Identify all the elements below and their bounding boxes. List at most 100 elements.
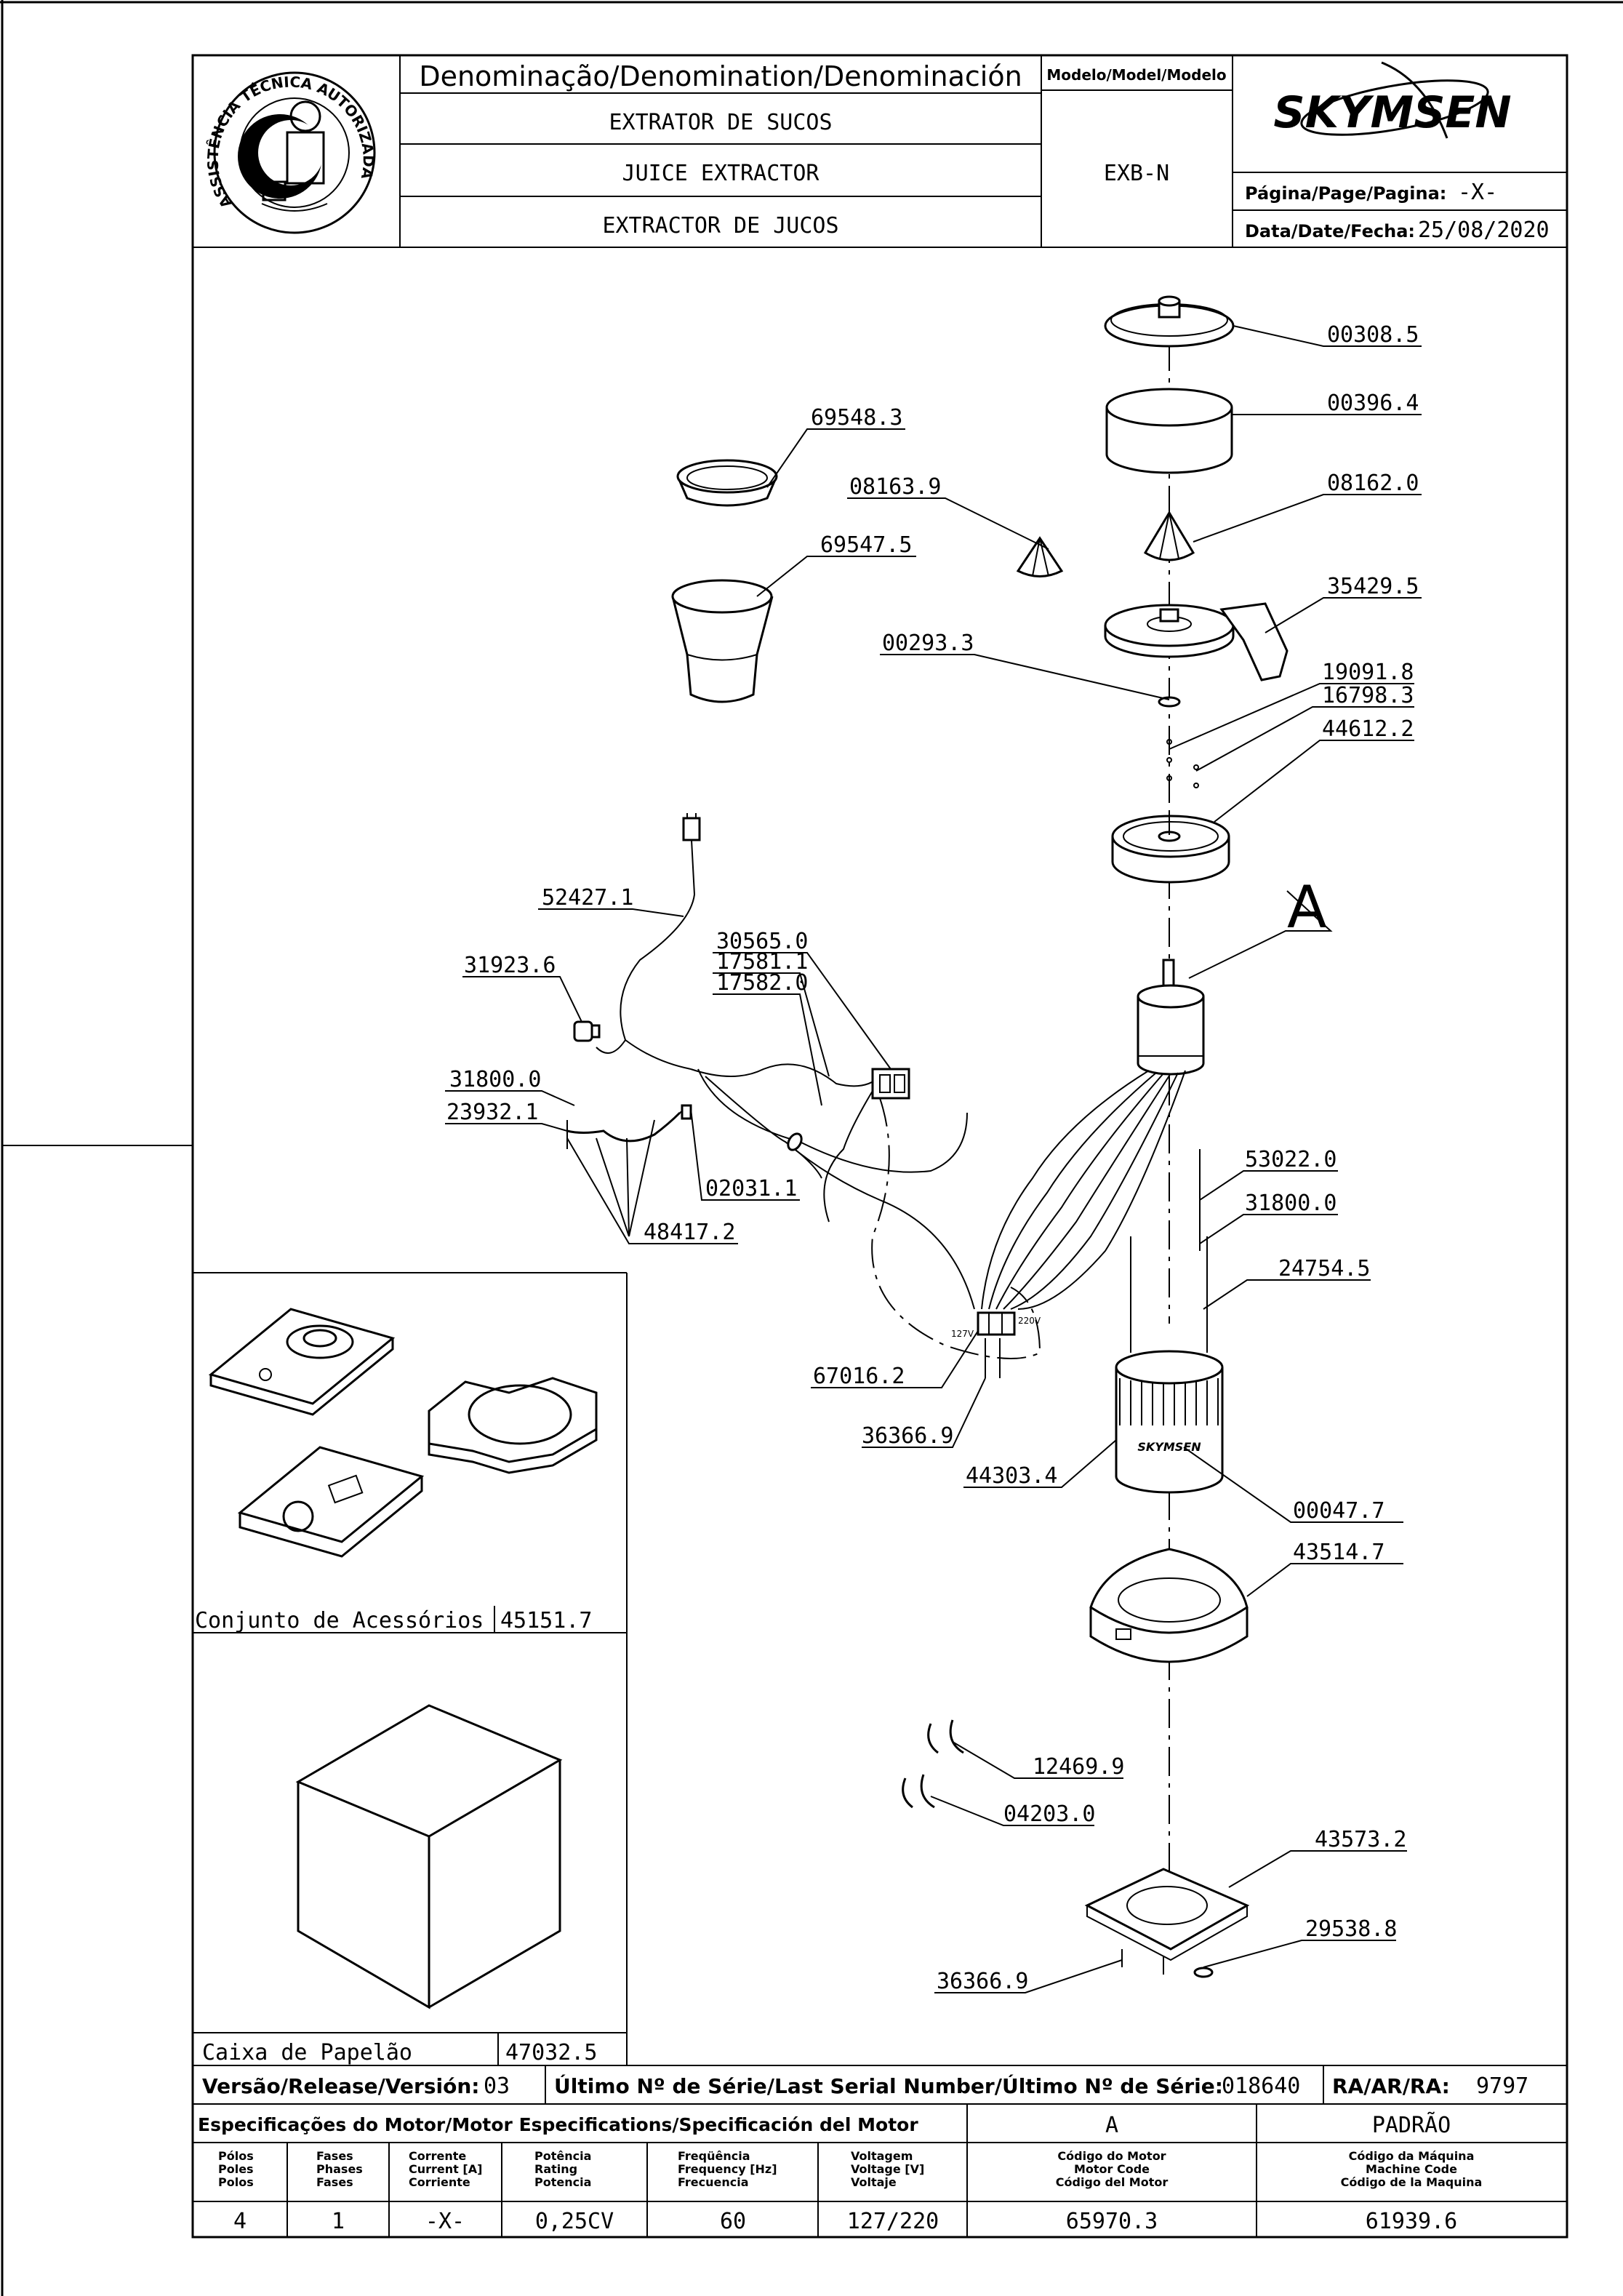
label-67016-2: 67016.2	[813, 1364, 905, 1389]
label-31800-0-right: 31800.0	[1245, 1191, 1337, 1216]
header-voltage-1: Voltagem	[851, 2149, 913, 2163]
header-voltage-3: Voltaje	[851, 2175, 897, 2189]
switch-part	[871, 1068, 910, 1100]
packaging-code: 47032.5	[505, 2040, 597, 2065]
side-boxes	[193, 1272, 628, 2065]
packaging-label: Caixa de Papelão	[202, 2040, 412, 2065]
label-detail-a: A	[1287, 873, 1327, 941]
motor-spec-title: Especificações do Motor/Motor Especifica…	[198, 2114, 918, 2135]
header-frequency-3: Frecuencia	[678, 2175, 749, 2189]
page-value: -X-	[1458, 180, 1497, 205]
label-43573-2: 43573.2	[1315, 1827, 1406, 1852]
value-motor-code: 65970.3	[1066, 2209, 1158, 2234]
label-12469-9: 12469.9	[1033, 1754, 1124, 1780]
ra-value: 9797	[1476, 2073, 1528, 2099]
reamer-part	[1143, 511, 1195, 561]
motor-spec-headers: Pólos Poles Polos Fases Phases Fases Cor…	[218, 2149, 1482, 2189]
model-label: Modelo/Model/Modelo	[1046, 66, 1226, 84]
padrao-label: PADRÃO	[1372, 2112, 1451, 2138]
page-label: Página/Page/Pagina:	[1245, 183, 1446, 204]
product-name-es: EXTRACTOR DE JUCOS	[602, 213, 838, 239]
label-08162-0: 08162.0	[1327, 471, 1419, 496]
label-44303-4: 44303.4	[966, 1463, 1057, 1489]
value-machine-code: 61939.6	[1366, 2209, 1457, 2234]
small-reamer-part	[1016, 536, 1064, 577]
label-31800-0-left: 31800.0	[449, 1067, 541, 1092]
spring-clips	[902, 1719, 964, 1809]
value-rating: 0,25CV	[535, 2209, 614, 2234]
title-block	[193, 55, 1567, 248]
label-23932-1: 23932.1	[446, 1100, 538, 1125]
small-screws	[1166, 739, 1199, 788]
header-machine-code-2: Machine Code	[1366, 2162, 1457, 2176]
base-housing-part	[1089, 1548, 1249, 1663]
value-voltage: 127/220	[847, 2209, 939, 2234]
leader-lines	[445, 325, 1422, 1993]
motor-flange-part	[1111, 815, 1230, 884]
label-31923-6: 31923.6	[464, 953, 556, 978]
header-poles-2: Poles	[218, 2162, 254, 2176]
header-phases-1: Fases	[316, 2149, 353, 2163]
serial-value: 018640	[1222, 2073, 1300, 2099]
lid-part	[1104, 295, 1235, 348]
header-motor-code-2: Motor Code	[1074, 2162, 1150, 2176]
label-16798-3: 16798.3	[1322, 683, 1414, 708]
label-24754-5: 24754.5	[1278, 1256, 1370, 1281]
denomination-label: Denominação/Denomination/Denominación	[419, 60, 1022, 92]
header-frequency-2: Frequency [Hz]	[678, 2162, 777, 2176]
label-220v: 220V	[1018, 1316, 1041, 1326]
header-current-2: Current [A]	[409, 2162, 482, 2176]
value-current: -X-	[425, 2209, 465, 2234]
label-53022-0: 53022.0	[1245, 1147, 1337, 1172]
header-current-3: Corriente	[409, 2175, 470, 2189]
version-value: 03	[484, 2073, 510, 2099]
header-poles-1: Pólos	[218, 2149, 254, 2163]
label-30565-0: 30565.0	[716, 929, 808, 954]
power-cord	[596, 813, 968, 1173]
brand-name: SKYMSEN	[1273, 87, 1511, 138]
product-name-en: JUICE EXTRACTOR	[622, 161, 820, 186]
value-poles: 4	[233, 2209, 247, 2234]
skymsen-logo: SKYMSEN	[1273, 61, 1512, 139]
label-29538-8: 29538.8	[1305, 1916, 1397, 1942]
motor-part	[1137, 959, 1205, 1076]
capacitor-cover-part: SKYMSEN	[1115, 1350, 1224, 1494]
version-label: Versão/Release/Versión:	[202, 2074, 479, 2098]
label-17581-1: 17581.1	[716, 949, 808, 975]
label-00396-4: 00396.4	[1327, 391, 1419, 416]
label-48417-2: 48417.2	[644, 1220, 735, 1245]
label-36366-9-bottom: 36366.9	[937, 1969, 1028, 1994]
value-frequency: 60	[720, 2209, 746, 2234]
motor-col-a: A	[1105, 2113, 1118, 2138]
ring-part	[1105, 388, 1233, 474]
header-phases-2: Phases	[316, 2162, 363, 2176]
terminal-block-part: 127V 220V	[951, 1311, 1041, 1378]
label-52427-1: 52427.1	[542, 885, 633, 911]
serial-label: Último Nº de Série/Last Serial Number/Úl…	[554, 2073, 1223, 2098]
cup-part	[671, 579, 774, 703]
date-value: 25/08/2020	[1418, 217, 1550, 243]
cable-gland-part	[573, 1020, 601, 1042]
washer-part	[1158, 696, 1181, 708]
spout-tray-part	[1104, 602, 1289, 681]
motor-spec-values: 4 1 -X- 0,25CV 60 127/220 65970.3 61939.…	[233, 2209, 1457, 2234]
header-poles-3: Polos	[218, 2175, 254, 2189]
header-rating-3: Potencia	[534, 2175, 591, 2189]
strainer-part	[676, 459, 778, 507]
label-35429-5: 35429.5	[1327, 574, 1419, 599]
product-name-pt: EXTRATOR DE SUCOS	[609, 110, 832, 135]
header-voltage-2: Voltage [V]	[851, 2162, 924, 2176]
header-frequency-1: Freqüência	[678, 2149, 750, 2163]
header-rating-1: Potência	[534, 2149, 591, 2163]
ra-label: RA/AR/RA:	[1332, 2074, 1450, 2098]
label-69547-5: 69547.5	[820, 532, 912, 558]
motor-wires	[981, 1070, 1186, 1310]
footer-block	[193, 2065, 1567, 2237]
cable-tie-part	[787, 1132, 803, 1151]
model-value: EXB-N	[1104, 161, 1169, 186]
label-00293-3: 00293.3	[882, 631, 974, 656]
housing-brand-mark: SKYMSEN	[1137, 1440, 1201, 1454]
label-44612-2: 44612.2	[1322, 716, 1414, 742]
